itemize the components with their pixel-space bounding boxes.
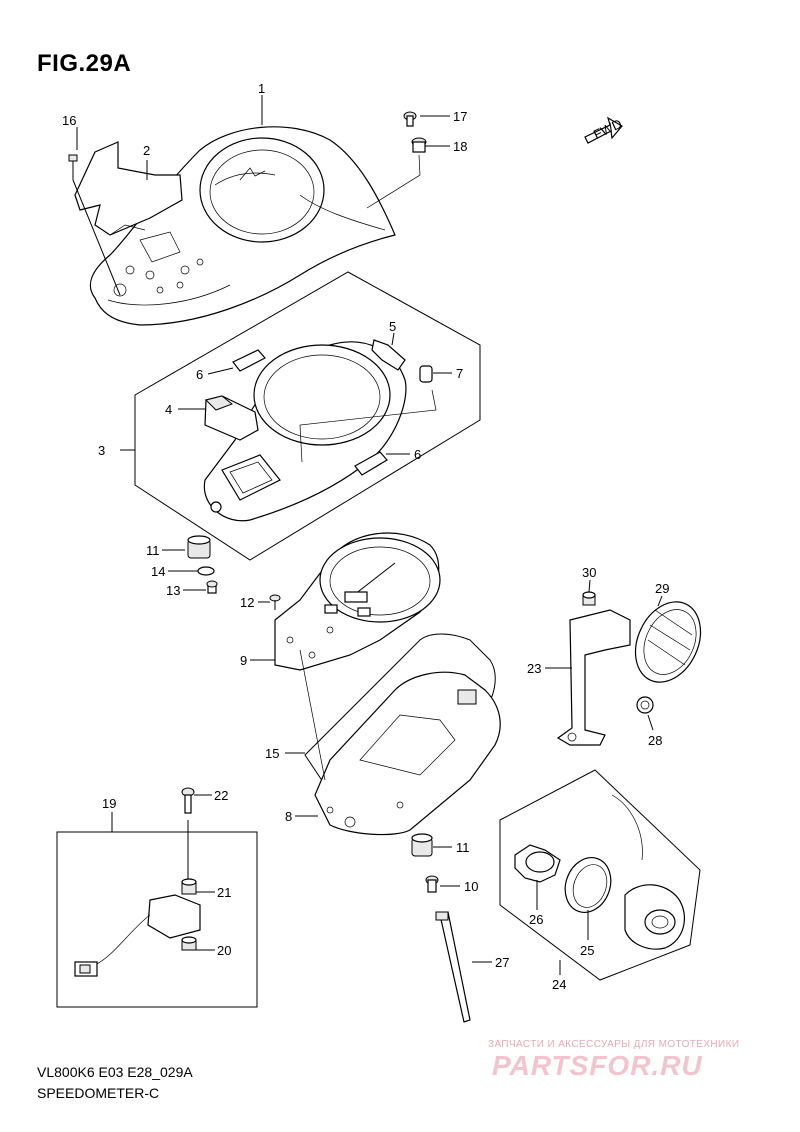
washer-part-14 <box>197 566 215 576</box>
seal-part-25 <box>564 857 612 913</box>
callout-14: 14 <box>151 564 165 579</box>
callout-7: 7 <box>456 366 463 381</box>
figure-title: FIG.29A <box>37 50 132 77</box>
watermark-logo: PARTSFOR.RU <box>492 1050 703 1081</box>
watermark-tagline: ЗАПЧАСТИ И АКСЕССУАРЫ ДЛЯ МОТОТЕХНИКИ <box>488 1039 740 1050</box>
callout-30: 30 <box>582 565 596 580</box>
spacer-part-6a <box>232 349 266 372</box>
group-24-outline <box>499 769 701 981</box>
leader-part-12 <box>299 649 326 781</box>
callout-25: 25 <box>580 943 594 958</box>
leader-17-18 <box>366 154 421 209</box>
meter-cover-part <box>89 126 396 326</box>
sensor-part-19 <box>74 894 201 977</box>
callout-2: 2 <box>143 143 150 158</box>
callout-27: 27 <box>495 955 509 970</box>
callout-11a: 11 <box>146 543 160 558</box>
screw-part-12 <box>269 594 281 610</box>
clip-part-5 <box>371 339 406 371</box>
callout-12: 12 <box>240 595 254 610</box>
callout-8: 8 <box>285 809 292 824</box>
fwd-arrow-icon: FWD <box>584 116 624 144</box>
screw-part-17 <box>403 111 417 127</box>
nut-part-30 <box>582 591 596 606</box>
grommet-part-11b <box>411 833 433 857</box>
cushion-part-4 <box>204 395 259 441</box>
callout-13: 13 <box>166 583 180 598</box>
callout-26: 26 <box>529 912 543 927</box>
bracket-part-23 <box>556 609 631 746</box>
bracket-part-2 <box>74 141 183 236</box>
screw-part-13 <box>206 580 218 594</box>
clip-part-28 <box>636 696 654 714</box>
callout-11b: 11 <box>456 840 470 855</box>
callout-16: 16 <box>62 113 76 128</box>
collar-part-21 <box>181 878 197 895</box>
cable-tie-part-27 <box>435 911 471 1023</box>
speedometer-part-9 <box>274 532 441 671</box>
callout-23: 23 <box>527 661 541 676</box>
callout-3: 3 <box>98 443 105 458</box>
meter-case-part-3 <box>203 341 407 522</box>
grommet-part-11a <box>187 535 211 559</box>
model-code: VL800K6 E03 E28_029A <box>37 1064 193 1080</box>
grommet-part-18 <box>411 137 427 153</box>
bolt-part-16 <box>68 154 121 296</box>
ring-part-26 <box>514 844 561 883</box>
cap-part-7 <box>299 365 437 463</box>
bolt-part-10 <box>425 875 439 893</box>
callout-18: 18 <box>453 139 467 154</box>
nut-part-20 <box>181 936 197 951</box>
callout-6a: 6 <box>196 367 203 382</box>
callout-5: 5 <box>389 319 396 334</box>
fwd-label: FWD <box>591 116 624 142</box>
callout-29: 29 <box>655 581 669 596</box>
callout-10: 10 <box>464 879 478 894</box>
callout-17: 17 <box>453 109 467 124</box>
group-19-outline <box>56 831 258 1008</box>
spacer-part-6b <box>354 451 388 476</box>
group-3-outline <box>134 271 481 561</box>
leader-lines <box>76 95 663 975</box>
callout-24: 24 <box>552 977 566 992</box>
callout-15: 15 <box>265 746 279 761</box>
callout-21: 21 <box>217 885 231 900</box>
section-name: SPEEDOMETER-C <box>37 1085 160 1101</box>
callout-1: 1 <box>258 81 265 96</box>
reflector-part-29 <box>634 601 702 683</box>
callout-6b: 6 <box>414 447 421 462</box>
gear-box-part-24 <box>611 794 686 950</box>
callout-4: 4 <box>165 402 172 417</box>
callout-20: 20 <box>217 943 231 958</box>
callout-19: 19 <box>102 796 116 811</box>
meter-base-part-8 <box>314 671 501 836</box>
bolt-part-22 <box>181 787 195 880</box>
callout-22: 22 <box>214 788 228 803</box>
callout-28: 28 <box>648 733 662 748</box>
callout-9: 9 <box>240 653 247 668</box>
